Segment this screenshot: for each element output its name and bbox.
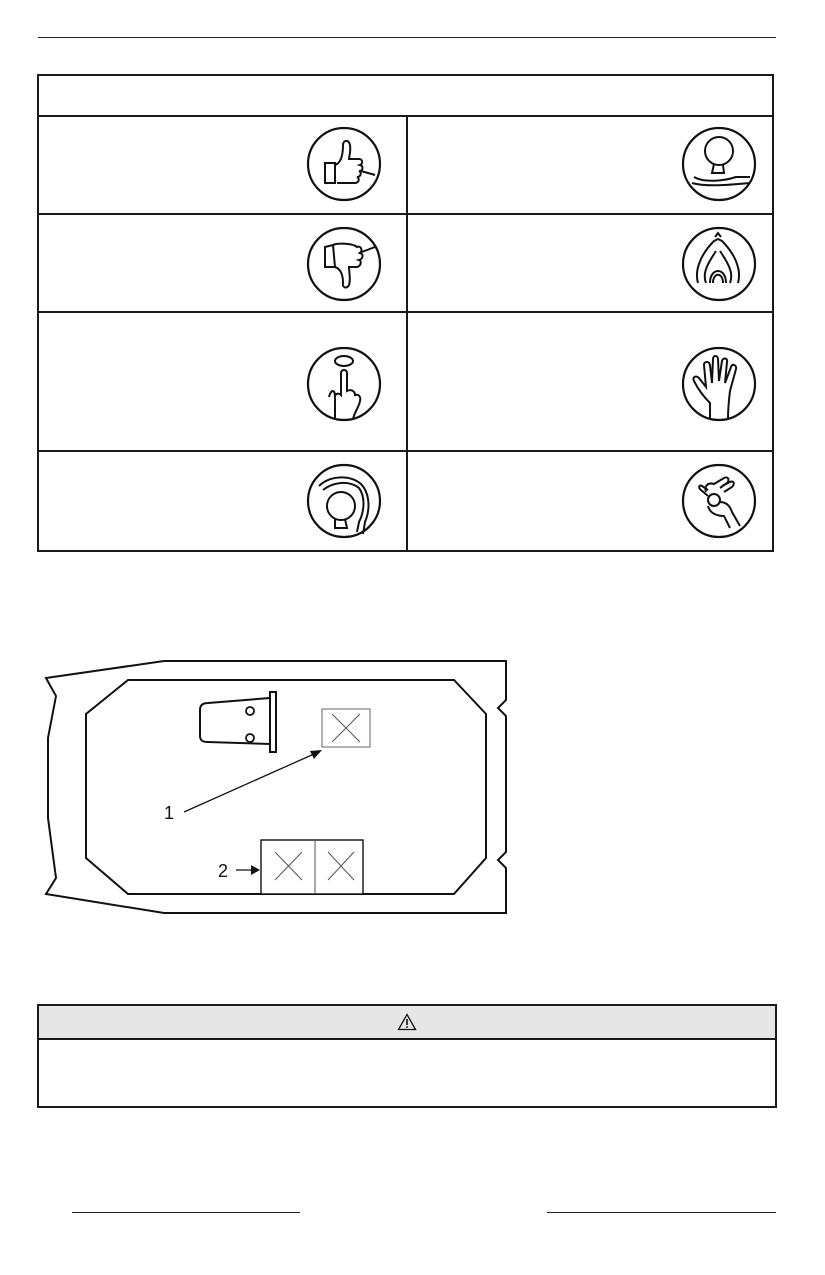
footer-rule-left xyxy=(72,1212,300,1213)
ok-sign-icon xyxy=(681,463,757,539)
row-divider xyxy=(39,450,772,452)
callout-2-label: 2 xyxy=(218,861,228,881)
table-header xyxy=(39,76,772,117)
thumbs-up-icon xyxy=(306,126,382,202)
signal-cell-pointing xyxy=(39,313,406,450)
warning-body xyxy=(39,1040,775,1056)
callout-2-arrowhead xyxy=(251,865,260,875)
decal-location-diagram: 1 2 xyxy=(44,660,507,914)
signal-cell-thumbs-down xyxy=(39,215,406,311)
signal-cell-arm-over-head xyxy=(39,452,406,552)
signal-cell-thumbs-up xyxy=(39,117,406,213)
signal-cell-both-arms-raised xyxy=(408,215,774,311)
arm-over-head-icon xyxy=(306,463,382,539)
both-arms-raised-icon xyxy=(681,226,757,302)
row-divider xyxy=(39,311,772,313)
thumbs-down-icon xyxy=(306,226,382,302)
open-hand-icon xyxy=(681,346,757,422)
callout-1-leader xyxy=(183,753,315,813)
callout-1-label: 1 xyxy=(164,803,174,823)
warning-triangle-icon xyxy=(397,1013,417,1031)
decal-position-2 xyxy=(260,839,364,895)
callout-1-arrowhead xyxy=(310,750,322,759)
panel-inner-outline xyxy=(85,679,487,895)
signal-cell-palm-under-head xyxy=(408,117,774,213)
footer-rule-right xyxy=(547,1212,776,1213)
palm-under-head-icon xyxy=(681,126,757,202)
header-rule xyxy=(38,37,776,38)
signal-cell-ok-sign xyxy=(408,452,774,552)
signal-cell-open-hand xyxy=(408,313,774,450)
pointing-finger-icon xyxy=(306,346,382,422)
column-divider xyxy=(406,117,408,550)
decal-position-1 xyxy=(321,708,371,748)
mounting-bracket xyxy=(199,691,277,753)
warning-header xyxy=(39,1006,775,1040)
panel-outer-outline xyxy=(44,660,507,914)
hand-signals-table xyxy=(37,74,774,552)
warning-box xyxy=(37,1004,777,1108)
row-divider xyxy=(39,213,772,215)
